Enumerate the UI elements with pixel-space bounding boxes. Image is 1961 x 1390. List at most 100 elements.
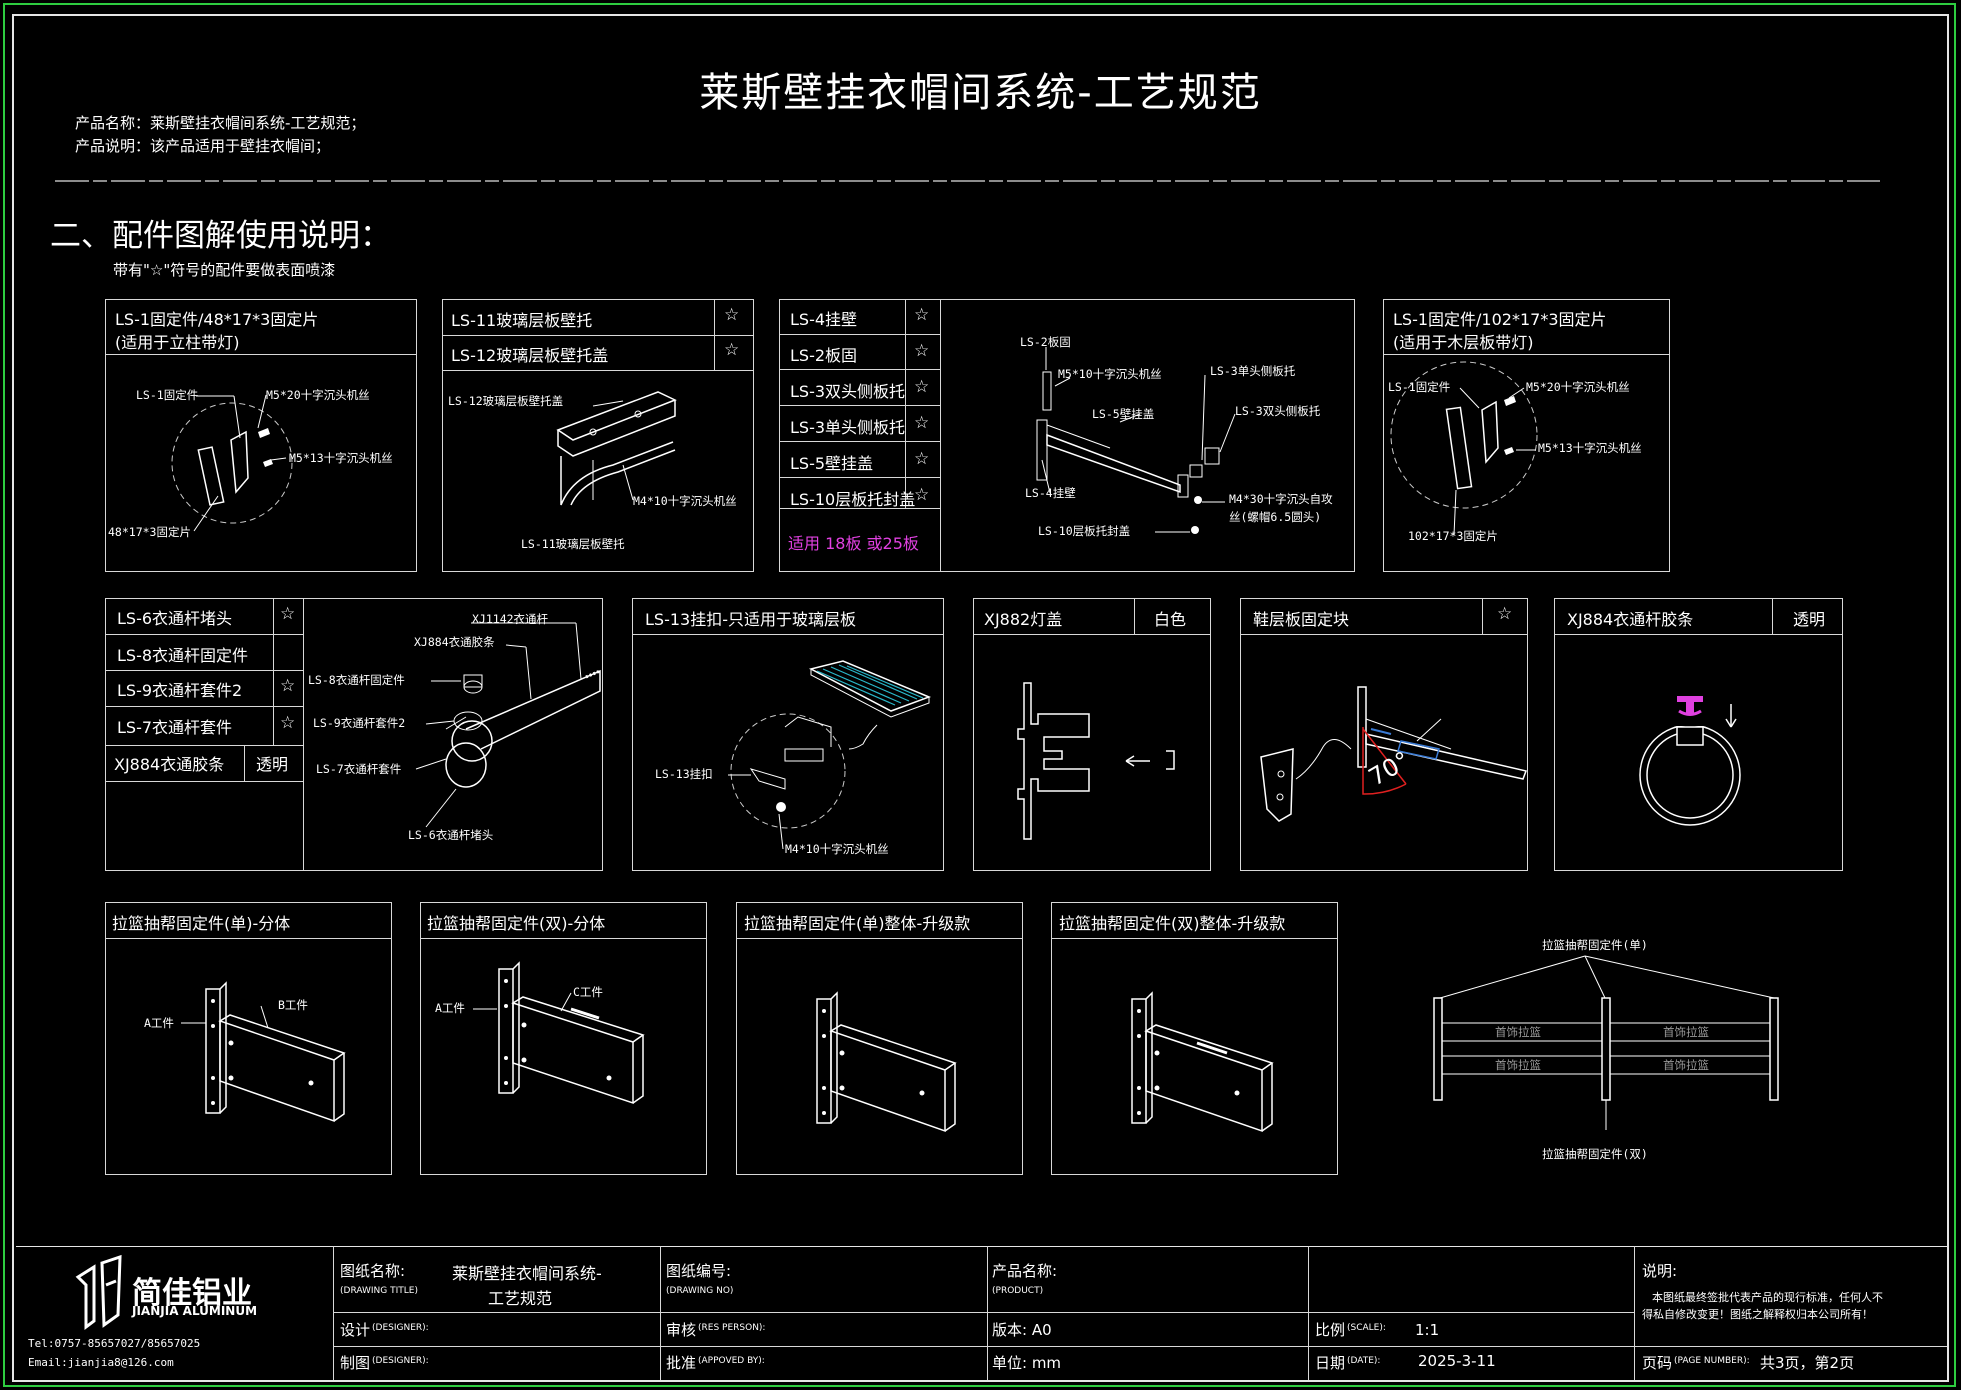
- panel-header: 拉篮抽帮固定件(双)整体-升级款: [1059, 914, 1286, 933]
- divider: [106, 354, 416, 355]
- designer-en: (DESIGNER):: [372, 1323, 429, 1333]
- ls11-diagram: LS-12玻璃层板壁托盖 M4*10十字沉头机丝 LS-11玻璃层板壁托: [448, 391, 737, 551]
- divider: [780, 441, 940, 442]
- shoe-block-diagram: 70°: [1260, 686, 1528, 822]
- label-ls7: LS-7衣通杆套件: [316, 762, 401, 776]
- basket-label: 首饰拉篮: [1663, 1025, 1709, 1039]
- panel-ls1-wood: LS-1固定件/102*17*3固定片 (适用于木层板带灯) LS-1固定件 M…: [1383, 299, 1670, 572]
- divider: [1384, 354, 1669, 355]
- panel-header: 拉篮抽帮固定件(单)整体-升级款: [744, 914, 971, 933]
- page-en: (PAGE NUMBER):: [1674, 1356, 1750, 1366]
- panel-basket-double-split: 拉篮抽帮固定件(双)-分体 A工件 C工件: [420, 902, 707, 1175]
- divider: [940, 300, 941, 571]
- page-label: 页码: [1642, 1354, 1673, 1372]
- designer-label: 设计: [340, 1321, 371, 1339]
- divider: [974, 634, 1210, 635]
- outer-frame: [3, 3, 1956, 1387]
- panel-header: XJ882灯盖: [984, 610, 1063, 629]
- company-email: Email:jianjia8@126.com: [28, 1356, 174, 1369]
- star-icon: ☆: [280, 676, 296, 696]
- scale-label: 比例: [1315, 1321, 1346, 1339]
- ls6-diagram: XJ1142衣通杆 XJ884衣通胶条 LS-8衣通杆固定件 LS-9衣通杆套件…: [308, 612, 601, 842]
- panel-header: XJ884衣通杆胶条: [1567, 610, 1694, 629]
- star-icon: ☆: [914, 377, 930, 397]
- drawing-no-en: (DRAWING NO): [666, 1286, 734, 1296]
- divider: [443, 335, 753, 336]
- company-tel: Tel:0757-85657027/85657025: [28, 1337, 201, 1350]
- row-label: LS-8衣通杆固定件: [117, 646, 249, 665]
- label-m4-30: M4*30十字沉头自攻: [1229, 492, 1333, 506]
- product-label: 产品名称:: [992, 1262, 1058, 1280]
- divider: [714, 300, 715, 370]
- review-label: 审核: [666, 1321, 697, 1339]
- drafter-label: 制图: [340, 1354, 371, 1372]
- divider: [106, 938, 391, 939]
- star-icon: ☆: [280, 713, 296, 733]
- panel-xj884-strip: XJ884衣通杆胶条 透明: [1554, 598, 1843, 871]
- page-title: 莱斯壁挂衣帽间系统-工艺规范: [699, 70, 1262, 116]
- divider: [780, 477, 940, 478]
- drawing-name-label: 图纸名称:: [340, 1262, 406, 1280]
- row-label: LS-9衣通杆套件2: [117, 681, 243, 700]
- product-desc-line: 产品说明：该产品适用于壁挂衣帽间；: [75, 137, 331, 155]
- label-ls4: LS-4挂壁: [1025, 486, 1076, 500]
- divider: [106, 745, 303, 746]
- panel-basket-single-split: 拉篮抽帮固定件(单)-分体 A工件 B工件: [105, 902, 392, 1175]
- divider: [273, 599, 274, 745]
- star-icon: ☆: [914, 413, 930, 433]
- label-ls11: LS-11玻璃层板壁托: [521, 537, 625, 551]
- star-icon: ☆: [724, 340, 740, 360]
- panel-xj882-light-cover: XJ882灯盖 白色: [973, 598, 1211, 871]
- divider: [1772, 599, 1773, 634]
- label-overview-double: 拉篮抽帮固定件(双): [1542, 1147, 1648, 1161]
- basket-overview-diagram: 拉篮抽帮固定件(单) 首饰拉篮 首饰拉篮 首饰拉篮 首饰拉篮 拉篮抽帮固定件(双…: [1433, 938, 1779, 1161]
- approve-en: (APPOVED BY):: [698, 1356, 765, 1366]
- divider: [106, 670, 303, 671]
- star-icon: ☆: [724, 305, 740, 325]
- divider: [333, 1246, 334, 1380]
- label-plate: 48*17*3固定片: [108, 525, 191, 539]
- divider: [780, 508, 940, 509]
- divider: [780, 369, 940, 370]
- panel-header: LS-1固定件/102*17*3固定片: [1393, 310, 1607, 329]
- drawing-no-label: 图纸编号:: [666, 1262, 732, 1280]
- section-title: 二、配件图解使用说明：: [50, 218, 391, 254]
- star-icon: ☆: [914, 305, 930, 325]
- note-label: 说明:: [1642, 1262, 1678, 1280]
- divider: [421, 938, 706, 939]
- label-ls13: LS-13挂扣: [655, 767, 713, 781]
- label-ls6: LS-6衣通杆堵头: [408, 828, 493, 842]
- ls1-diagram: LS-1固定件 M5*20十字沉头机丝 M5*13十字沉头机丝 48*17*3固…: [108, 388, 393, 539]
- row-label: LS-3双头侧板托: [790, 382, 906, 401]
- divider: [333, 1346, 1947, 1347]
- drawing-name-en: (DRAWING TITLE): [340, 1286, 418, 1296]
- panel-header: 鞋层板固定块: [1253, 610, 1350, 629]
- row-label: LS-3单头侧板托: [790, 418, 906, 437]
- label-ls1: LS-1固定件: [1388, 380, 1450, 394]
- star-icon: ☆: [914, 485, 930, 505]
- basket-single-integral-diagram: [816, 991, 957, 1133]
- label-ls2: LS-2板固: [1020, 335, 1071, 349]
- panel-header: LS-13挂扣-只适用于玻璃层板: [645, 610, 856, 629]
- row-label: LS-10层板托封盖: [790, 490, 916, 509]
- panel-ls1-column: LS-1固定件/48*17*3固定片 (适用于立柱带灯) LS-1固定件 M5*…: [105, 299, 417, 572]
- divider: [443, 370, 753, 371]
- ls13-diagram: LS-13挂扣 M4*10十字沉头机丝: [655, 660, 932, 856]
- label-plate: 102*17*3固定片: [1408, 529, 1498, 543]
- divider: [780, 334, 940, 335]
- scale-en: (SCALE):: [1347, 1323, 1386, 1333]
- label-m4-10: M4*10十字沉头机丝: [633, 494, 737, 508]
- row-label: LS-5壁挂盖: [790, 454, 874, 473]
- applicable-note: 适用 18板 或25板: [788, 534, 919, 553]
- label-overview-single: 拉篮抽帮固定件(单): [1542, 938, 1648, 952]
- divider: [244, 745, 245, 781]
- divider: [106, 781, 303, 782]
- divider: [1241, 634, 1527, 635]
- label-m5-13: M5*13十字沉头机丝: [1538, 441, 1642, 455]
- label-c-part: C工件: [573, 985, 603, 999]
- panel-basket-single-integral: 拉篮抽帮固定件(单)整体-升级款: [736, 902, 1023, 1175]
- panel-ls13-clip: LS-13挂扣-只适用于玻璃层板 LS-13挂扣 M4*10十字沉头机丝: [632, 598, 944, 871]
- company-name-en: JIANJIA ALUMINUM: [132, 1304, 258, 1318]
- date-value: 2025-3-11: [1418, 1352, 1496, 1370]
- date-en: (DATE):: [1347, 1356, 1381, 1366]
